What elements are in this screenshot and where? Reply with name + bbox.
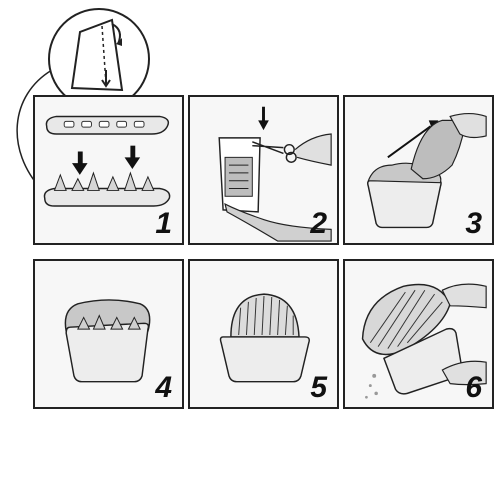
step-5-panel: 5 — [188, 259, 339, 409]
step-number: 1 — [155, 207, 172, 240]
step-4-illustration — [64, 299, 151, 383]
arrow-down-icon — [258, 106, 269, 131]
step-5-illustration — [219, 293, 310, 383]
step-2-illustration — [218, 106, 332, 242]
step-number: 4 — [155, 371, 172, 404]
step-number: 2 — [310, 207, 327, 240]
step-3-illustration — [367, 112, 487, 229]
tear-strip-detail-illustration — [70, 18, 124, 92]
arrow-down-icon — [72, 151, 88, 175]
arrow-down-icon — [124, 145, 141, 170]
step-number: 3 — [465, 207, 482, 240]
step-4-panel: 4 — [33, 259, 184, 409]
step-6-illustration — [361, 283, 487, 399]
step-number: 6 — [465, 371, 482, 404]
step-1-panel: 1 — [33, 95, 184, 245]
step-2-panel: 2 — [188, 95, 339, 245]
step-3-panel: 3 — [343, 95, 494, 245]
detail-inset-circle — [48, 8, 150, 110]
step-number: 5 — [310, 371, 327, 404]
step-1-illustration — [43, 115, 171, 207]
step-6-panel: 6 — [343, 259, 494, 409]
